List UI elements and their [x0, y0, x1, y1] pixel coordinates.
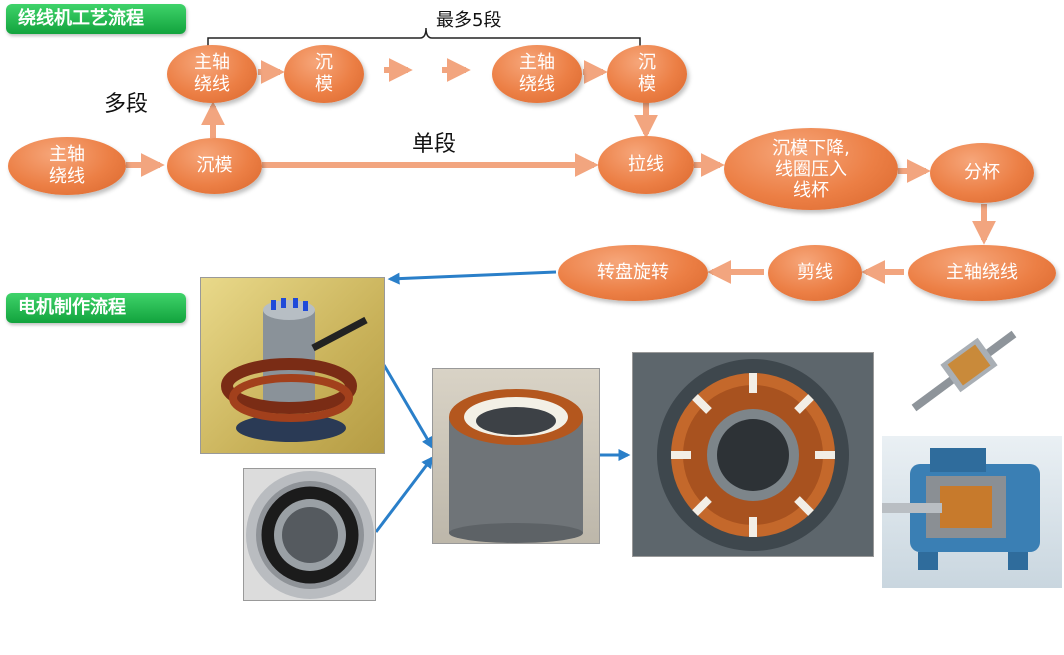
max-segments-label: 最多5段: [436, 10, 502, 31]
lamination-illustration: [246, 471, 374, 599]
winding-process-badge: 绕线机工艺流程: [6, 4, 186, 34]
cut-wire-node: 剪线: [768, 245, 862, 301]
single-segment-label: 单段: [412, 132, 457, 157]
lower-mold-insert-node: 沉模下降, 线圈压入 线杯: [724, 128, 898, 210]
sink-mold-main-node: 沉模: [167, 138, 262, 194]
multi-spindle-winding-1-node: 主轴 绕线: [167, 45, 257, 103]
coil-winding-illustration: [221, 298, 368, 442]
multi-sink-mold-1-node: 沉 模: [284, 45, 364, 103]
motor-cutaway-illustration: [882, 448, 1040, 570]
coil-winding-photo: [200, 277, 385, 454]
stator-coils-illustration: [449, 389, 583, 543]
arrow-photo1-to-stator: [382, 364, 434, 450]
wound-stator-photo: [632, 352, 874, 557]
split-cup-node: 分杯: [930, 143, 1034, 203]
arrow-turn-to-photo: [387, 270, 557, 285]
multi-segment-label: 多段: [104, 92, 149, 117]
rotor-illustration: [911, 330, 1017, 412]
stator-with-coils-photo: [432, 368, 600, 544]
stator-lamination-photo: [243, 468, 376, 601]
wound-stator-illustration: [657, 359, 849, 551]
spindle-winding-end-node: 主轴绕线: [908, 245, 1056, 301]
arrow-photo2-to-stator: [374, 456, 434, 533]
multi-sink-mold-2-node: 沉 模: [607, 45, 687, 103]
motor-process-badge: 电机制作流程: [6, 293, 186, 323]
motor-cutaway-photo: [882, 436, 1062, 588]
rotor-photo: [906, 326, 1021, 416]
multi-spindle-winding-2-node: 主轴 绕线: [492, 45, 582, 103]
turntable-rotate-node: 转盘旋转: [558, 245, 708, 301]
pull-wire-node: 拉线: [598, 136, 694, 194]
max-segments-bracket: [207, 27, 641, 55]
spindle-winding-start-node: 主轴 绕线: [8, 137, 126, 195]
